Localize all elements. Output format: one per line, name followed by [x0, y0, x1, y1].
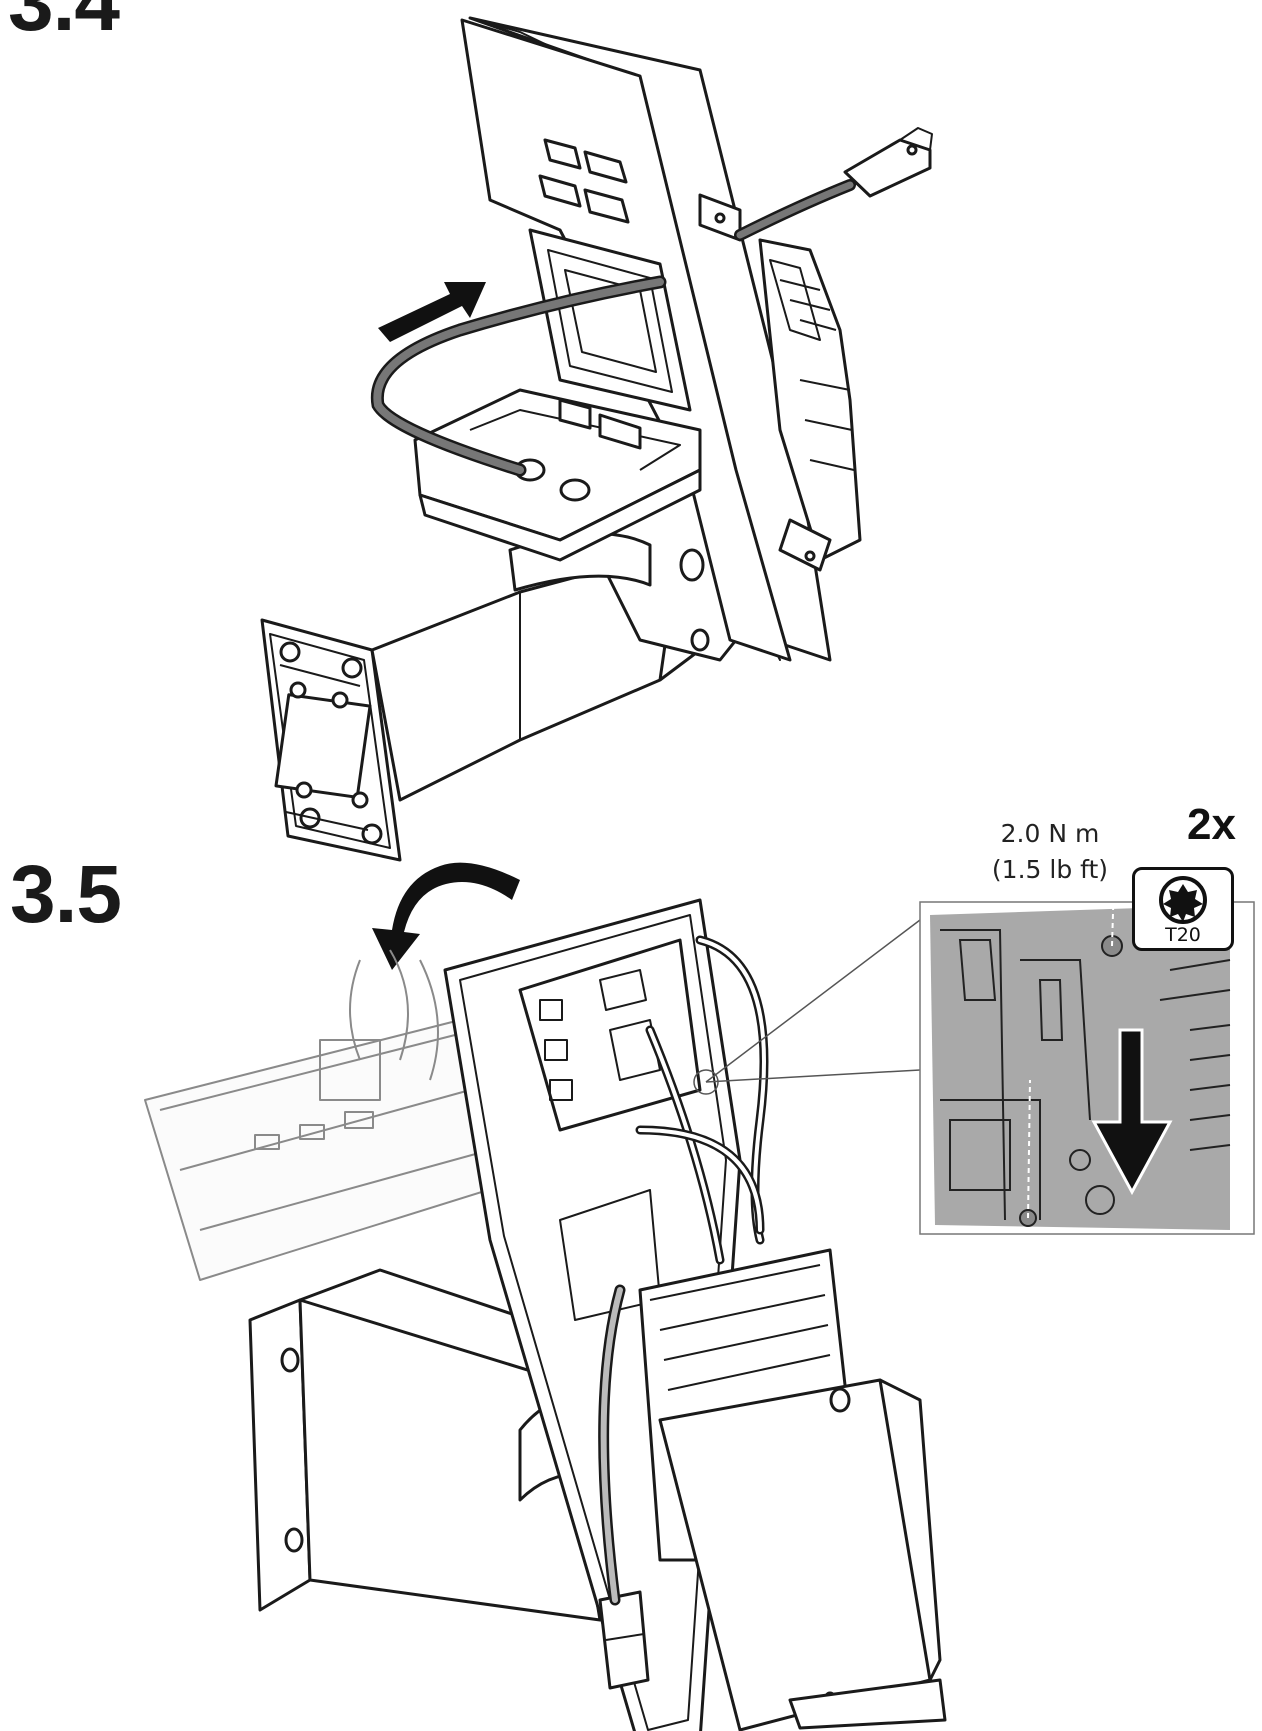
torx-bit-icon: [1159, 876, 1207, 924]
screw-count: 2x: [1187, 800, 1236, 849]
tool-bit-box: T20: [1132, 867, 1234, 951]
cable-tray: [413, 388, 702, 562]
camera-module: [638, 1248, 947, 1731]
rj45-connector-top: [843, 127, 933, 198]
push-down-arrow: [1091, 1028, 1173, 1196]
housing-open: [443, 898, 742, 1731]
circuit-board-ghost: [144, 949, 521, 1281]
insert-direction-arrow: [378, 282, 486, 342]
torque-imperial: (1.5 lb ft): [991, 855, 1109, 884]
electronics-module: [698, 193, 862, 572]
torque-metric: 2.0 N m: [1000, 819, 1100, 848]
detail-callout-lines: [693, 919, 921, 1095]
wall-mount-plate: [260, 618, 402, 862]
bracket-bottom: [248, 1268, 622, 1622]
top-illustration: [260, 16, 933, 862]
rotation-arrow: [372, 862, 520, 970]
torque-spec: 2.0 N m (1.5 lb ft): [980, 816, 1120, 888]
internal-cables: [598, 935, 769, 1606]
rj45-connector-bottom: [598, 1590, 650, 1690]
network-cables: [370, 179, 856, 477]
tool-bit-label: T20: [1165, 924, 1201, 946]
screw-markers: [1019, 935, 1123, 1227]
step-number-top: 3.4: [8, 0, 120, 48]
housing-back-panel: [460, 16, 832, 662]
step-number-bottom: 3.5: [10, 849, 122, 940]
